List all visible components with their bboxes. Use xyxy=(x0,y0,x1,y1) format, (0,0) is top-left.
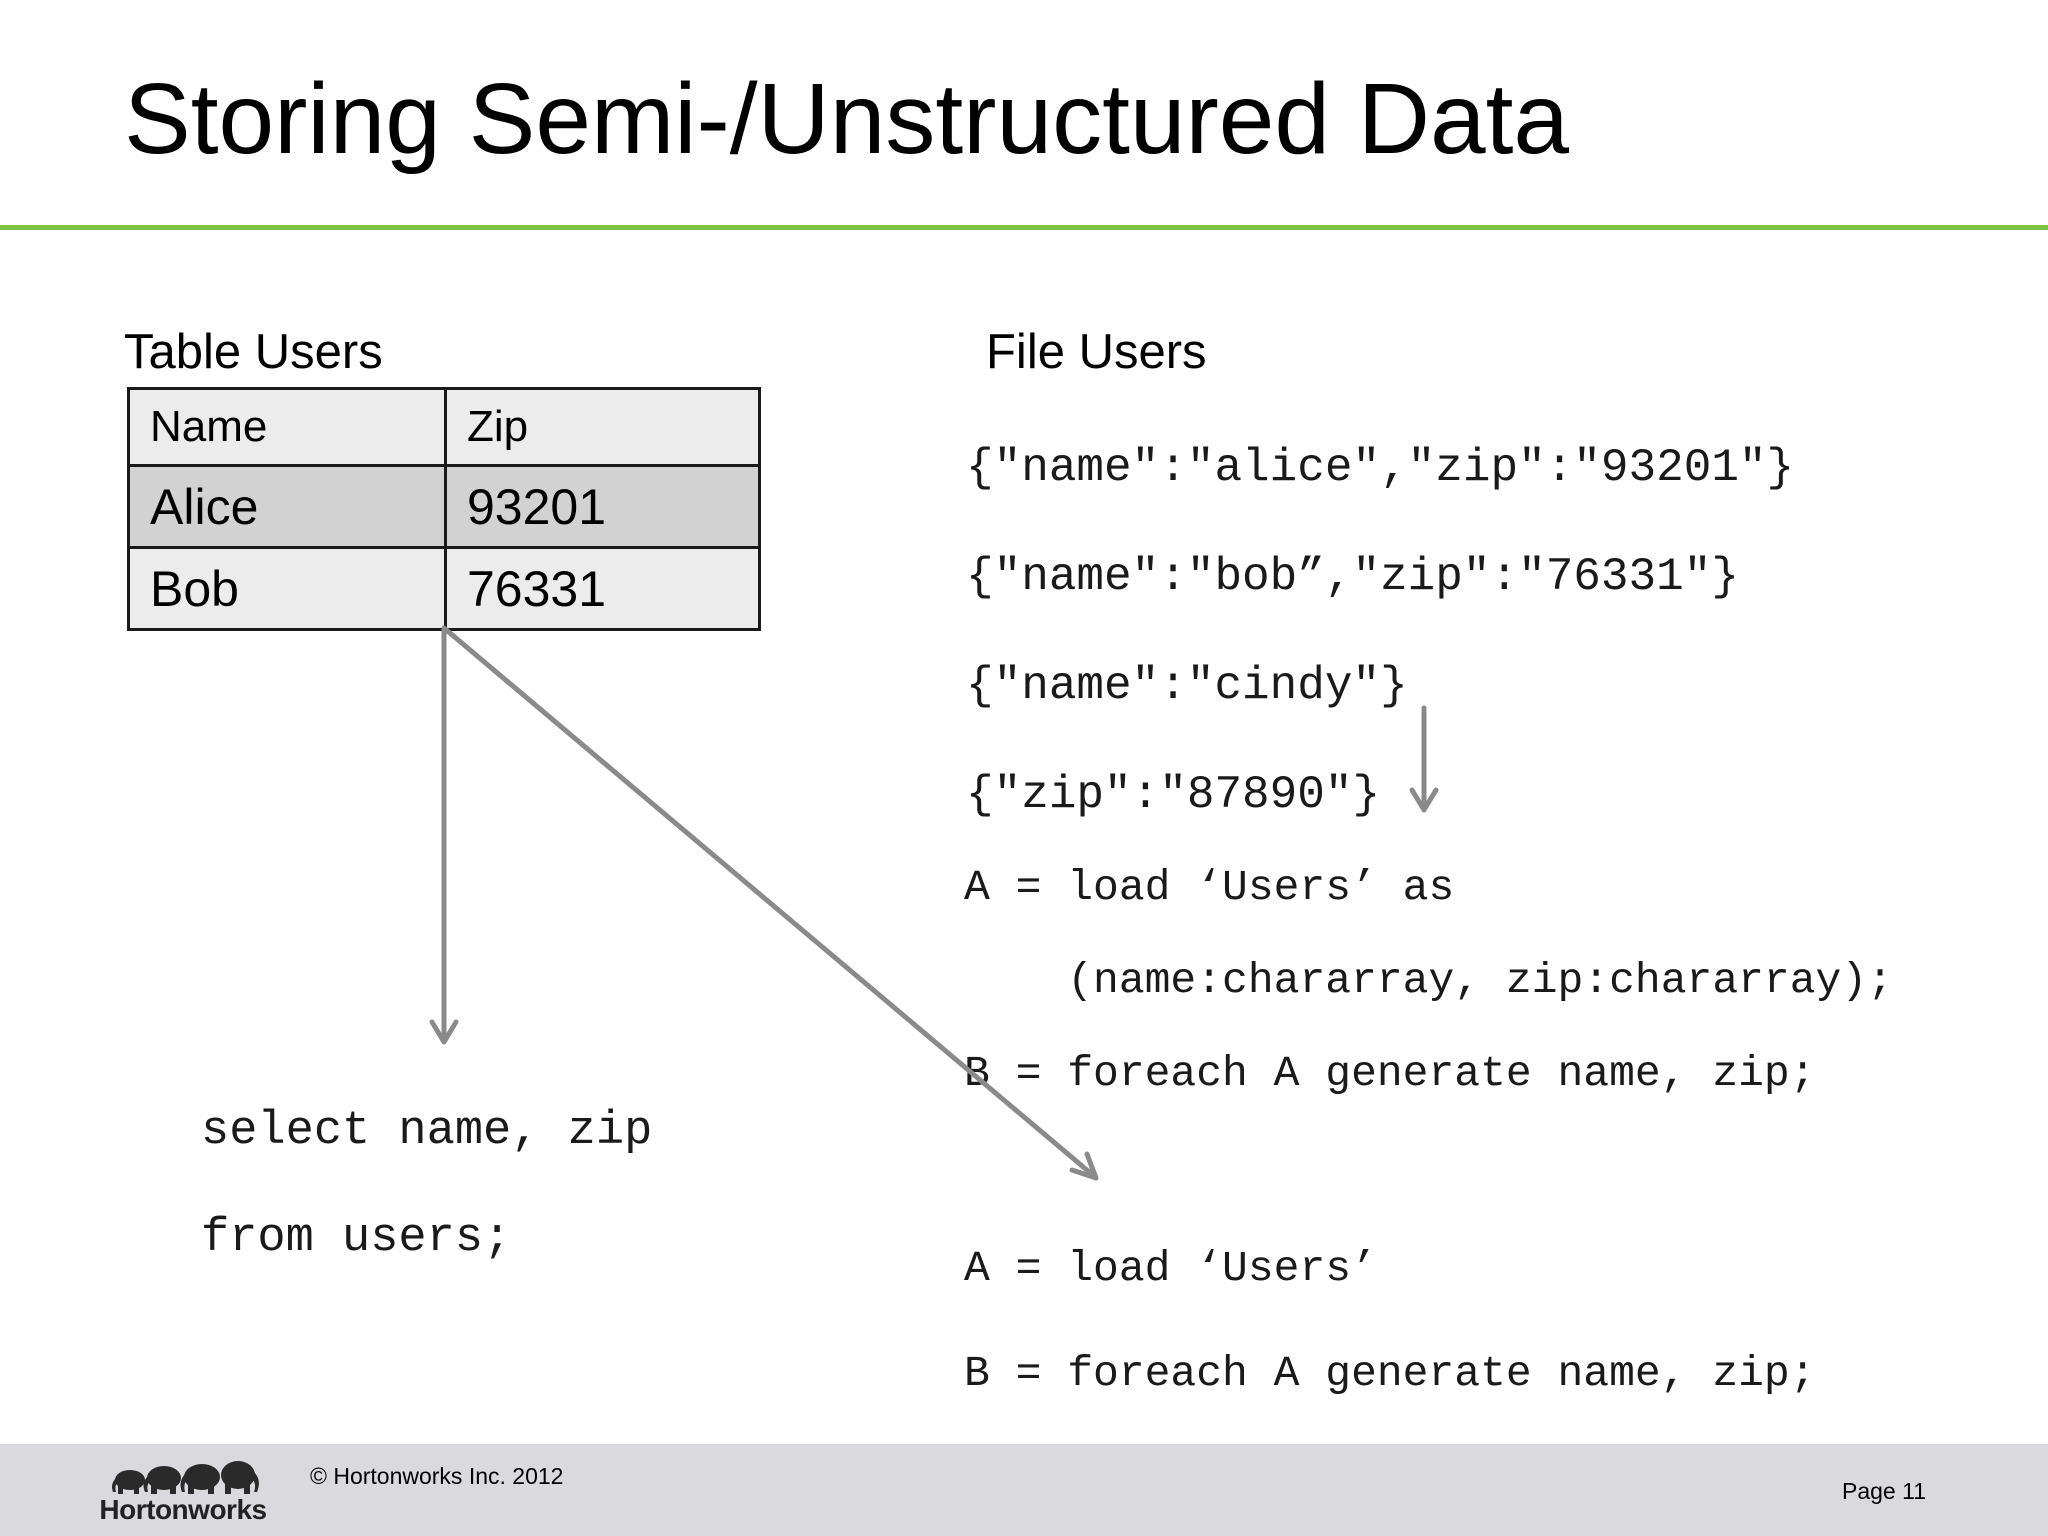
table-users-label: Table Users xyxy=(124,325,383,379)
pig-schema-code: A = load ‘Users’ as (name:chararray, zip… xyxy=(964,823,1893,1120)
json-line: {"name":"bob”,"zip":"76331"} xyxy=(966,551,1739,603)
title-divider xyxy=(0,225,2048,230)
elephants-icon xyxy=(112,1461,259,1494)
table-cell-name: Alice xyxy=(127,464,447,549)
hortonworks-logo: Hortonworks xyxy=(98,1456,268,1525)
code-line: select name, zip xyxy=(201,1105,653,1158)
slide-title: Storing Semi-/Unstructured Data xyxy=(124,63,1570,175)
flow-arrows xyxy=(429,625,1439,1181)
table-cell-zip: 93201 xyxy=(444,464,761,549)
pig-schemaless-code: A = load ‘Users’ B = foreach A generate … xyxy=(964,1198,1816,1426)
arrow-head xyxy=(1409,787,1439,813)
sql-code: select name, zip from users; xyxy=(201,1060,652,1292)
table-cell-zip: 76331 xyxy=(444,546,761,631)
table-header-name: Name xyxy=(127,387,447,467)
json-line: {"name":"cindy"} xyxy=(966,660,1408,712)
code-line: B = foreach A generate name, zip; xyxy=(964,1049,1816,1098)
arrow-table-to-pig xyxy=(441,625,1097,1179)
json-file-content: {"name":"alice","zip":"93201"} {"name":"… xyxy=(966,396,1794,850)
arrow-head xyxy=(1069,1151,1099,1181)
file-users-label: File Users xyxy=(986,325,1207,379)
footer-bar xyxy=(0,1444,2048,1536)
arrow-head xyxy=(429,1019,459,1045)
code-line: B = foreach A generate name, zip; xyxy=(964,1349,1816,1398)
table-cell-name: Bob xyxy=(127,546,447,631)
copyright-text: © Hortonworks Inc. 2012 xyxy=(310,1463,564,1489)
logo-wordmark: Hortonworks xyxy=(99,1494,267,1525)
json-line: {"zip":"87890"} xyxy=(966,769,1381,821)
users-table: Name Zip Alice 93201 Bob 76331 xyxy=(127,387,761,631)
table-row: Bob 76331 xyxy=(127,546,761,631)
page-number: Page 11 xyxy=(1842,1478,1926,1504)
code-line: A = load ‘Users’ as xyxy=(964,863,1455,912)
code-line: (name:chararray, zip:chararray); xyxy=(964,956,1893,1005)
code-line: A = load ‘Users’ xyxy=(964,1244,1377,1293)
table-header-zip: Zip xyxy=(444,387,761,467)
json-line: {"name":"alice","zip":"93201"} xyxy=(966,442,1795,494)
table-header-row: Name Zip xyxy=(127,387,761,467)
table-row: Alice 93201 xyxy=(127,464,761,549)
code-line: from users; xyxy=(201,1212,512,1265)
